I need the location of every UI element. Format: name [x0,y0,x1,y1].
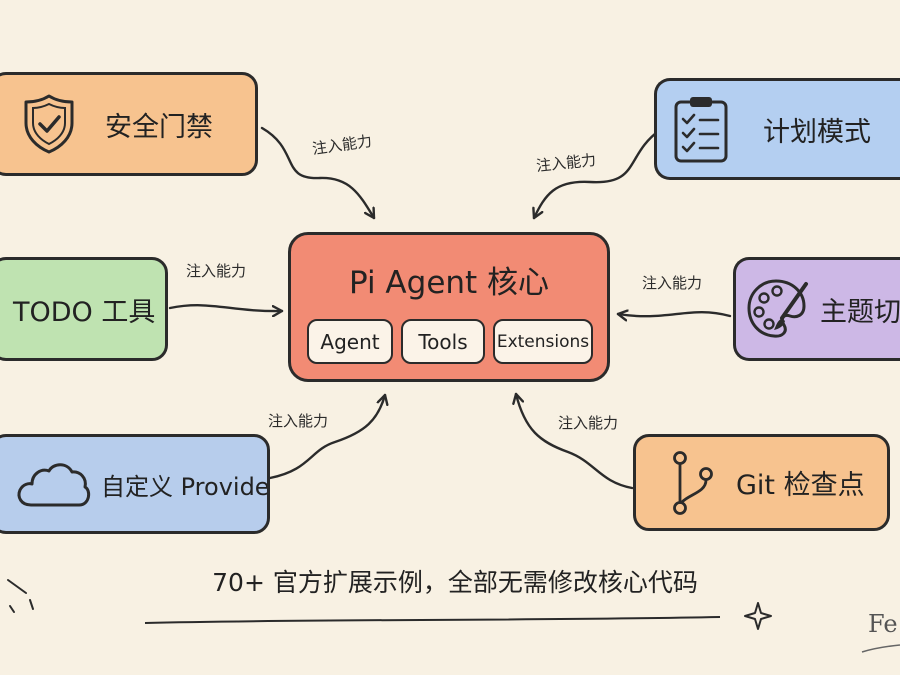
arrow-git-to-core [516,392,634,490]
signature: Fe [868,610,898,638]
arrow-todo-to-core [168,304,284,311]
module-todo-tool: TODO 工具 [0,257,168,361]
footer-caption: 70+ 官方扩展示例，全部无需修改核心代码 [212,568,698,597]
inject-label: 注入能力 [268,412,329,430]
core-chip-extensions: Extensions [493,319,593,364]
module-label: 自定义 Provider [101,472,270,501]
clipboard-checklist-icon [673,94,729,164]
footer-underline [144,616,721,624]
module-label: 安全门禁 [105,111,213,143]
core-box: Pi Agent 核心 Agent Tools Extensions [288,232,610,382]
signature-stroke [861,644,900,653]
core-chip-agent: Agent [307,319,393,364]
inject-label: 注入能力 [642,274,703,292]
module-git-checkpoint: Git 检查点 [633,434,890,531]
cloud-icon [15,459,91,509]
arrow-security-to-core [260,126,376,220]
arrow-plan-to-core [534,128,662,220]
git-branch-icon [670,450,716,516]
module-theme-switch: 主题切 [733,257,900,361]
module-label: 计划模式 [763,116,871,148]
doodle-marks [7,579,34,613]
palette-brush-icon [744,276,810,342]
core-chip-tools: Tools [401,319,485,364]
sparkle-icon [744,602,772,630]
module-plan-mode: 计划模式 [654,78,900,180]
inject-label: 注入能力 [558,414,619,432]
core-title: Pi Agent 核心 [348,265,550,301]
shield-check-icon [23,93,75,155]
module-custom-provider: 自定义 Provider [0,434,270,534]
inject-label: 注入能力 [186,262,247,280]
module-label: TODO 工具 [13,296,156,328]
module-label: Git 检查点 [736,470,865,501]
arrow-theme-to-core [616,312,732,316]
module-security-gate: 安全门禁 [0,72,258,176]
module-label: 主题切 [820,296,900,328]
arrow-provider-to-core [268,393,385,480]
